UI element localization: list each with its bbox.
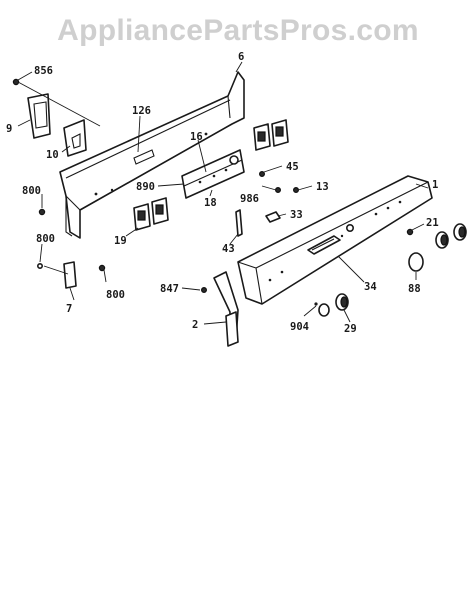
side-trim-2 [213, 271, 239, 347]
part-33 [265, 211, 281, 223]
callout-88: 88 [408, 283, 421, 295]
bracket-9 [27, 93, 51, 139]
clip-43 [235, 209, 243, 237]
callout-13: 13 [316, 181, 329, 193]
switch-block-19 [133, 197, 169, 231]
callout-9: 9 [6, 123, 12, 135]
callout-10: 10 [46, 149, 59, 161]
callout-986: 986 [240, 193, 259, 205]
callout-800-right: 800 [106, 289, 125, 301]
front-control-panel [237, 175, 433, 305]
callout-7: 7 [66, 303, 72, 315]
callout-800-mid: 800 [36, 233, 55, 245]
callout-labels: 856 6 126 9 10 16 45 1 800 890 986 13 18… [6, 51, 439, 335]
knobs [318, 223, 467, 317]
callout-45: 45 [286, 161, 299, 173]
watermark-logo: AppliancePartsPros.com [57, 14, 419, 47]
backguard-panel [59, 71, 245, 239]
callout-19: 19 [114, 235, 127, 247]
leader-lines [17, 61, 429, 325]
callout-43: 43 [222, 243, 235, 255]
screws [12, 78, 414, 306]
callout-1: 1 [432, 179, 438, 191]
callout-21: 21 [426, 217, 439, 229]
bracket-10 [63, 119, 87, 157]
callout-847: 847 [160, 283, 179, 295]
callout-16: 16 [190, 131, 203, 143]
bracket-7 [63, 261, 77, 289]
callout-890: 890 [136, 181, 155, 193]
callout-18: 18 [204, 197, 217, 209]
callout-126: 126 [132, 105, 151, 117]
callout-34: 34 [364, 281, 377, 293]
callout-29: 29 [344, 323, 357, 335]
callout-800-left: 800 [22, 185, 41, 197]
callout-6: 6 [238, 51, 244, 63]
callout-33: 33 [290, 209, 303, 221]
callout-856: 856 [34, 65, 53, 77]
callout-2: 2 [192, 319, 198, 331]
callout-904: 904 [290, 321, 309, 333]
control-bracket-16 [181, 149, 245, 199]
switch-block-rear [253, 119, 289, 151]
